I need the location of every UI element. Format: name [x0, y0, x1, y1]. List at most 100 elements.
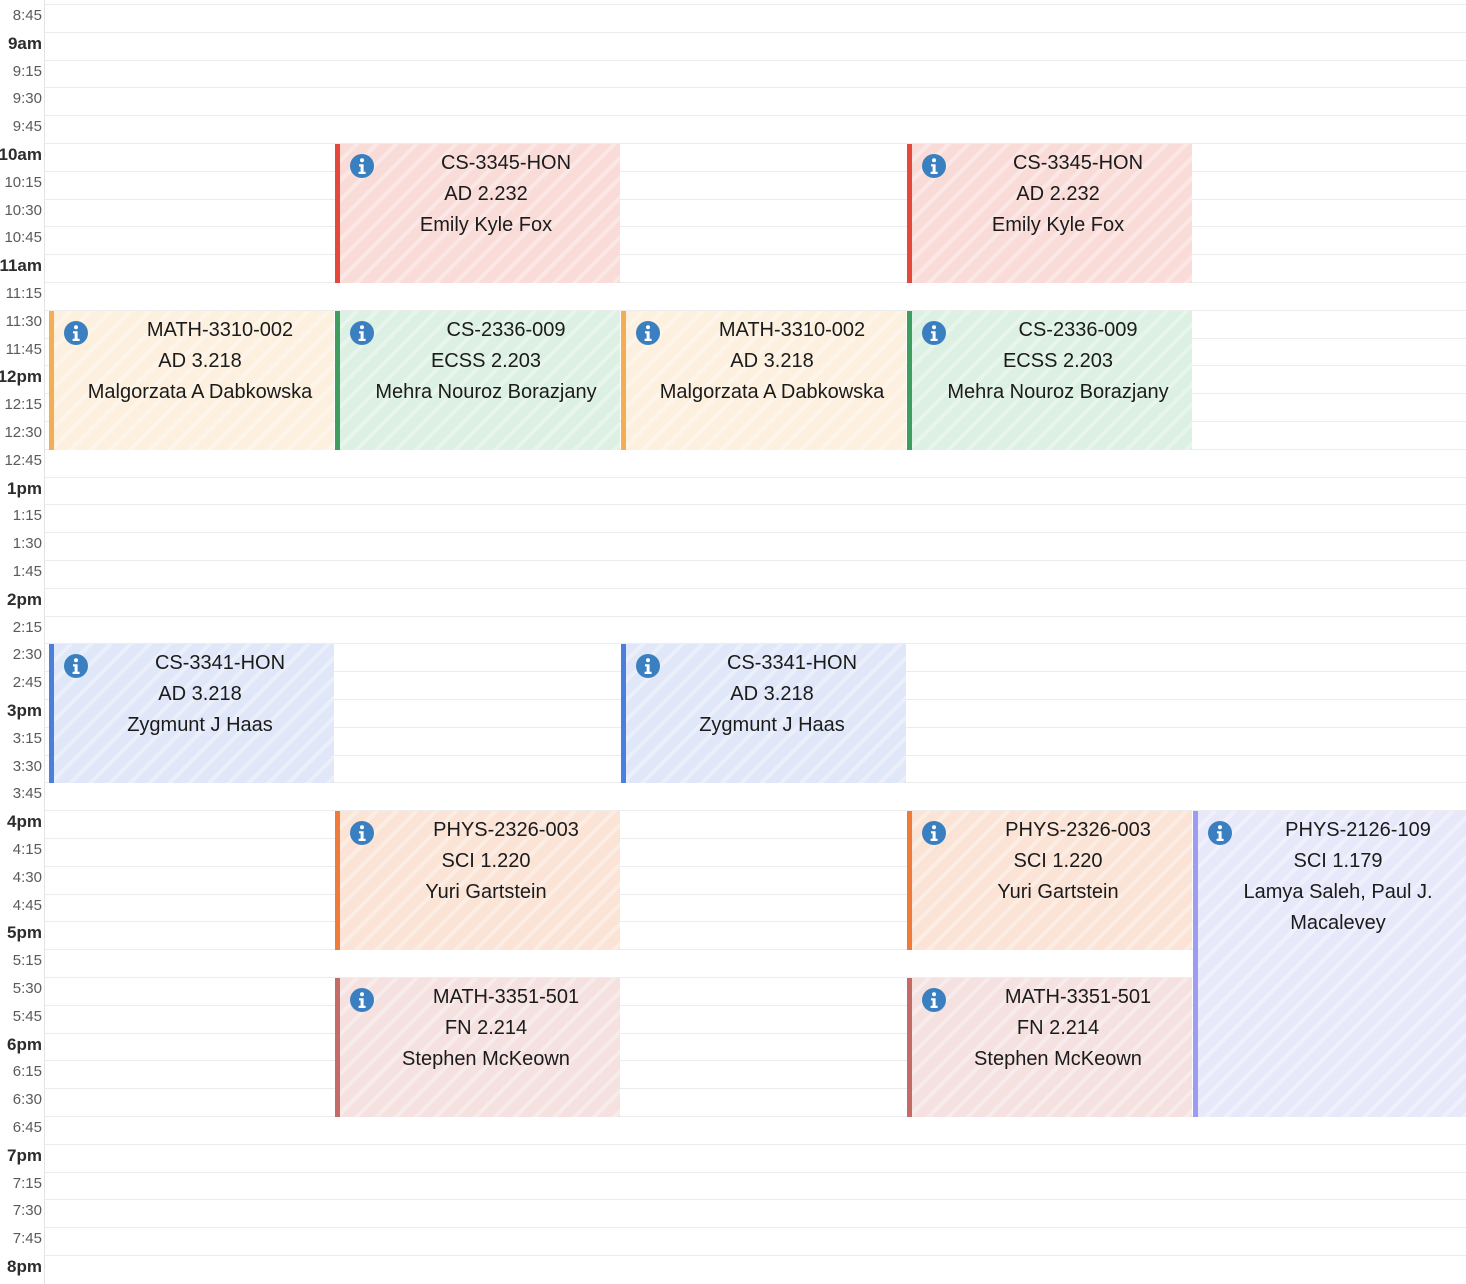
- event-room: AD 2.232: [1016, 183, 1100, 205]
- info-icon[interactable]: [349, 820, 375, 846]
- time-label: 5pm: [7, 923, 42, 943]
- time-label: 3pm: [7, 701, 42, 720]
- grid-line: [45, 1172, 1466, 1173]
- info-icon[interactable]: [63, 653, 89, 679]
- time-label: 7:30: [12, 1202, 42, 1220]
- info-icon[interactable]: [349, 153, 375, 179]
- time-label: 3:45: [12, 785, 42, 803]
- time-label: 1pm: [7, 478, 42, 498]
- info-icon[interactable]: [635, 320, 661, 346]
- info-icon[interactable]: [349, 320, 375, 346]
- event-code: CS-2336-009: [1018, 319, 1138, 341]
- grid-line: [45, 310, 1466, 311]
- time-label: 9:30: [12, 90, 42, 108]
- grid-line: [45, 1033, 1466, 1034]
- time-label: 10:45: [4, 229, 42, 247]
- grid-line: [45, 1227, 1466, 1228]
- info-icon[interactable]: [921, 820, 947, 846]
- time-label: 1:30: [12, 535, 42, 553]
- time-label: 9:45: [12, 118, 42, 136]
- grid-line: [45, 921, 1466, 922]
- event-instructor: Stephen McKeown: [402, 1048, 570, 1070]
- event-code: PHYS-2326-003: [433, 819, 579, 841]
- time-label: 2:15: [12, 618, 42, 636]
- event-code: MATH-3310-002: [146, 319, 294, 341]
- grid-line: [45, 810, 1466, 811]
- time-label: 11:15: [5, 285, 42, 302]
- event-code: CS-3341-HON: [726, 652, 858, 674]
- time-label: 6:15: [12, 1063, 42, 1081]
- grid-line: [45, 60, 1466, 61]
- grid-line: [45, 1255, 1466, 1256]
- time-label: 4:30: [12, 868, 42, 886]
- event-code: CS-3341-HON: [154, 652, 286, 674]
- time-label: 10:30: [4, 201, 42, 219]
- time-label: 9am: [7, 33, 42, 53]
- time-label: 5:45: [12, 1007, 42, 1025]
- event-code: CS-3345-HON: [1012, 152, 1144, 174]
- time-label: 2pm: [7, 589, 42, 609]
- info-icon[interactable]: [63, 320, 89, 346]
- time-label: 4:15: [12, 841, 42, 858]
- grid-line: [45, 254, 1466, 255]
- grid-line: [45, 1005, 1466, 1006]
- event-instructor: Mehra Nouroz Borazjany: [947, 381, 1169, 403]
- grid-line: [45, 4, 1466, 5]
- time-label: 7:45: [12, 1230, 42, 1248]
- grid-line: [45, 199, 1466, 200]
- event-code: MATH-3351-501: [1004, 986, 1152, 1008]
- info-icon[interactable]: [921, 320, 947, 346]
- time-label: 1:15: [12, 507, 42, 525]
- grid-line: [45, 504, 1466, 505]
- time-label: 11:45: [5, 340, 42, 358]
- grid-line: [45, 1199, 1466, 1200]
- grid-line: [45, 143, 1466, 144]
- time-label: 5:15: [12, 952, 42, 970]
- time-label: 8:45: [12, 7, 42, 24]
- grid-line: [45, 977, 1466, 978]
- grid-line: [45, 616, 1466, 617]
- info-icon[interactable]: [1207, 820, 1233, 846]
- grid-line: [45, 866, 1466, 867]
- event-instructor: Malgorzata A Dabkowska: [87, 381, 313, 403]
- grid-line: [45, 282, 1466, 283]
- info-icon[interactable]: [349, 987, 375, 1013]
- time-label: 12pm: [0, 367, 42, 387]
- event-room: SCI 1.220: [1013, 850, 1103, 872]
- time-label: 10am: [0, 145, 42, 164]
- event-room: FN 2.214: [444, 1017, 528, 1039]
- info-icon[interactable]: [921, 987, 947, 1013]
- event-room: ECSS 2.203: [1002, 350, 1114, 372]
- event-instructor: Mehra Nouroz Borazjany: [375, 381, 597, 403]
- info-icon[interactable]: [635, 653, 661, 679]
- grid-line: [45, 560, 1466, 561]
- event-code: MATH-3310-002: [718, 319, 866, 341]
- time-label: 6pm: [7, 1034, 42, 1054]
- event-instructor: Zygmunt J Haas: [699, 714, 845, 736]
- info-icon[interactable]: [921, 153, 947, 179]
